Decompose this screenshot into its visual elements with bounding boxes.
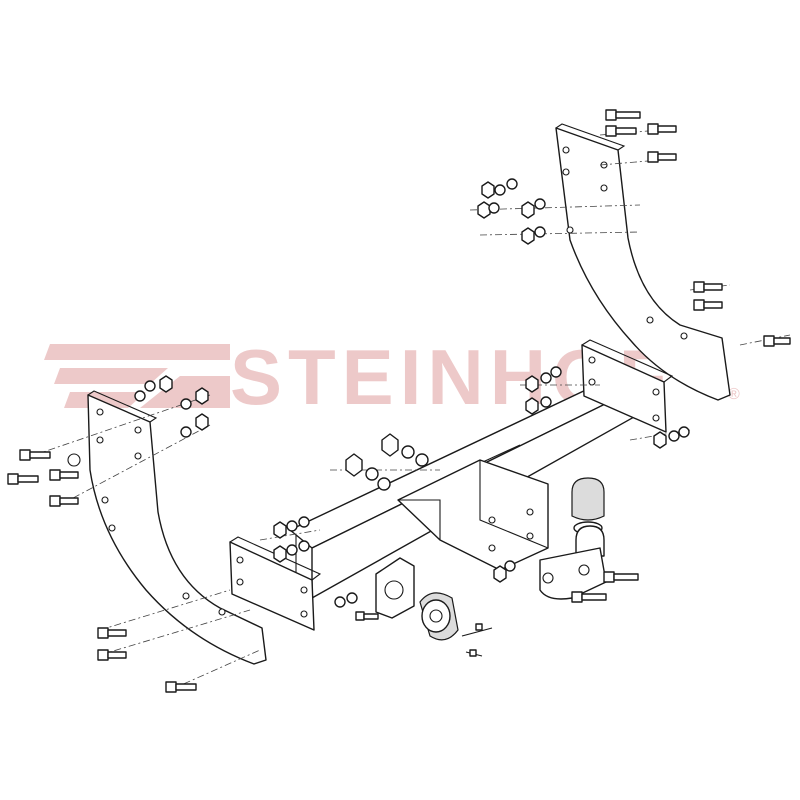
washer [401,445,415,459]
washer [540,396,552,408]
right-end-plate [581,339,674,433]
bolt [97,649,127,661]
right-mounting-bracket [555,123,731,401]
bolt [571,591,607,603]
washer [534,198,546,210]
washer [298,516,310,528]
washer [180,398,192,410]
washer [346,592,358,604]
electrical-socket [419,592,459,641]
washer [540,372,552,384]
nut [381,433,399,457]
washer [286,544,298,556]
left-mounting-bracket [67,390,267,665]
washer [144,380,156,392]
bolt [693,299,723,311]
nut [195,413,209,431]
nut [521,201,535,219]
washer [488,202,500,214]
ball-mount-housing [397,459,549,571]
nut [477,201,491,219]
washer [298,540,310,552]
washer [506,178,518,190]
washer [550,366,562,378]
mounting-bolts [7,109,791,693]
washer [415,453,429,467]
washer [365,467,379,481]
bolt [693,281,723,293]
socket-screws [461,623,493,657]
nut [493,565,507,583]
bolt [49,469,79,481]
washer [668,430,680,442]
nut [159,375,173,393]
washer [286,520,298,532]
bolt [647,151,677,163]
washer [504,560,516,572]
bolt [355,611,379,621]
nut [273,545,287,563]
nut [525,397,539,415]
washer [678,426,690,438]
bolt [97,627,127,639]
nuts-and-washers [134,178,690,608]
bolt [647,123,677,135]
bolt [7,473,39,485]
bolt [49,495,79,507]
nut [195,387,209,405]
nut [273,521,287,539]
bolt [763,335,791,347]
washer [134,390,146,402]
washer [377,477,391,491]
nut [521,227,535,245]
washer [494,184,506,196]
bolt [603,571,639,583]
tow-ball-assembly [539,477,607,600]
nut [525,375,539,393]
bolt [165,681,197,693]
nut [345,453,363,477]
washer [534,226,546,238]
washer [180,426,192,438]
nut [653,431,667,449]
nut [481,181,495,199]
bolt [19,449,51,461]
left-end-plate [229,536,322,631]
bolt [605,125,637,137]
washer [334,596,346,608]
bolt [605,109,641,121]
socket-mounting-plate [375,557,415,619]
